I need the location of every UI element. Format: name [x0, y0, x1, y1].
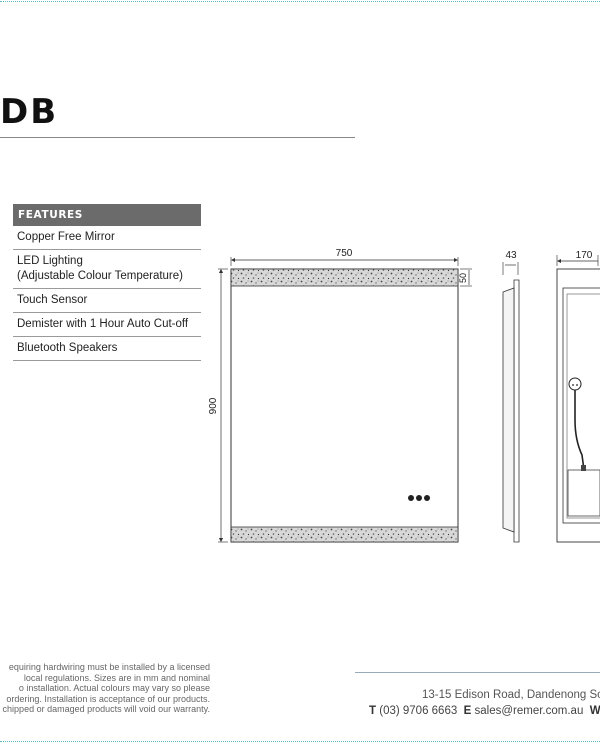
back-width-label: 170	[576, 250, 593, 261]
feature-item: LED Lighting (Adjustable Colour Temperat…	[13, 250, 201, 289]
height-dimension	[218, 268, 228, 543]
band-dimension	[460, 268, 472, 287]
mirror-side-view	[502, 262, 520, 543]
feature-item: Demister with 1 Hour Auto Cut-off	[13, 313, 201, 337]
feature-item: Bluetooth Speakers	[13, 337, 201, 361]
web-label: W	[589, 705, 600, 717]
height-label: 900	[208, 397, 219, 414]
mirror-back-view	[556, 255, 600, 543]
band-label: 50	[458, 273, 468, 283]
top-dotted-border	[0, 1, 600, 2]
footer-rule	[355, 672, 600, 673]
power-outlet-icon	[568, 377, 582, 391]
power-cable	[574, 390, 585, 471]
touch-sensor-buttons	[408, 495, 430, 501]
feature-text: LED Lighting	[17, 255, 83, 267]
contact-line: T (03) 9706 6663 E sales@remer.com.au W	[369, 705, 600, 717]
feature-text: Copper Free Mirror	[17, 231, 115, 243]
width-dimension	[230, 257, 459, 266]
width-label: 750	[336, 248, 353, 259]
top-led-band	[230, 268, 459, 287]
feature-item: Touch Sensor	[13, 289, 201, 313]
feature-text: Bluetooth Speakers	[17, 342, 118, 354]
company-address: 13-15 Edison Road, Dandenong So	[422, 689, 600, 701]
mirror-front-view	[230, 268, 459, 543]
disclaimer-line: ordering. Installation is acceptance of …	[6, 693, 210, 704]
features-heading: FEATURES	[13, 204, 201, 226]
email-address[interactable]: sales@remer.com.au	[474, 705, 584, 717]
model-code: DB	[0, 92, 59, 132]
feature-text-line2: (Adjustable Colour Temperature)	[17, 270, 183, 282]
disclaimer: equiring hardwiring must be installed by…	[0, 662, 210, 715]
phone-number[interactable]: (03) 9706 6663	[379, 705, 458, 717]
disclaimer-line: local regulations. Sizes are in mm and n…	[23, 672, 210, 683]
disclaimer-line: o installation. Actual colours may vary …	[18, 683, 210, 693]
title-rule	[0, 137, 355, 138]
feature-text: Demister with 1 Hour Auto Cut-off	[17, 318, 189, 330]
feature-item: Copper Free Mirror	[13, 226, 201, 250]
disclaimer-line: equiring hardwiring must be installed by…	[8, 662, 210, 672]
bottom-led-band	[230, 526, 459, 543]
email-label: E	[463, 705, 472, 717]
disclaimer-line: chipped or damaged products will void ou…	[2, 704, 210, 714]
bottom-dotted-border	[0, 741, 600, 742]
feature-text: Touch Sensor	[17, 294, 88, 306]
depth-label: 43	[505, 250, 517, 261]
phone-label: T	[369, 705, 377, 717]
features-table: FEATURES Copper Free Mirror LED Lighting…	[13, 204, 201, 361]
